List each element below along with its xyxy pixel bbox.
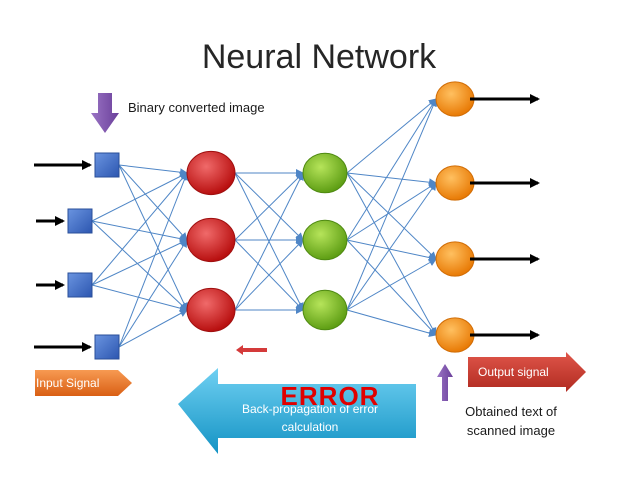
down-arrow-icon [91,93,119,133]
obtained-text-label: Obtained text of scanned image [446,402,576,440]
connection-hidden-2-1-to-output-3 [346,172,437,260]
connection-input-3-to-hidden-1-2 [91,239,188,286]
node-input-1 [94,152,120,178]
connection-input-3-to-hidden-1-3 [91,284,188,313]
node-hidden-1-2 [186,217,236,263]
nodes-group [67,81,475,360]
connection-input-4-to-hidden-1-2 [118,239,188,348]
connection-input-4-to-hidden-1-3 [118,309,188,348]
node-output-4 [435,317,475,353]
node-hidden-2-3 [302,289,348,331]
connection-input-1-to-hidden-1-2 [118,164,188,241]
output-signal-arrow [468,352,586,392]
connection-hidden-2-1-to-output-2 [346,172,437,187]
node-input-3 [67,272,93,298]
connection-input-1-to-hidden-1-1 [118,164,188,177]
output-signal-label: Output signal [478,365,549,379]
node-hidden-1-3 [186,287,236,333]
error-label: ERROR [280,381,380,411]
node-hidden-2-1 [302,152,348,194]
node-output-2 [435,165,475,201]
node-output-1 [435,81,475,117]
node-input-2 [67,208,93,234]
connection-input-1-to-hidden-1-3 [118,164,188,311]
input-arrows [34,160,92,352]
node-input-4 [94,334,120,360]
node-hidden-2-2 [302,219,348,261]
binary-image-label: Binary converted image [128,100,265,115]
output-arrows [470,94,540,340]
connection-hidden-2-1-to-output-1 [346,98,437,174]
connection-hidden-2-3-to-output-3 [346,258,437,311]
backprop-label: Back-propagation of error calculation [241,402,379,434]
connection-hidden-2-2-to-output-2 [346,182,437,241]
page-title: Neural Network [201,38,437,76]
connection-input-2-to-hidden-1-1 [91,172,188,222]
connections-group [91,98,437,348]
connection-hidden-2-3-to-output-2 [346,182,437,311]
input-signal-label: Input Signal [36,376,100,390]
backprop-arrow [178,368,416,454]
connection-hidden-2-2-to-output-1 [346,98,437,241]
connection-hidden-1-2-to-hidden-2-1 [234,172,304,241]
node-hidden-1-1 [186,150,236,196]
connection-hidden-2-2-to-output-3 [346,239,437,262]
connection-hidden-2-3-to-output-4 [346,309,437,337]
node-output-3 [435,241,475,277]
obtained-text-line-2: scanned image [466,423,556,438]
up-arrow-icon [437,364,453,401]
connection-input-2-to-hidden-1-3 [91,220,188,311]
small-left-arrow-icon [236,345,267,355]
connection-hidden-2-1-to-output-4 [346,172,437,336]
connection-hidden-1-3-to-hidden-2-2 [234,239,304,311]
connection-hidden-1-3-to-hidden-2-1 [234,172,304,311]
connection-input-4-to-hidden-1-1 [118,172,189,348]
input-signal-arrow [35,370,132,396]
obtained-text-line-1: Obtained text of [465,404,557,419]
connection-hidden-2-2-to-output-4 [346,239,437,336]
connection-input-2-to-hidden-1-2 [91,220,188,243]
connection-hidden-2-3-to-output-1 [346,98,437,311]
connection-input-3-to-hidden-1-1 [91,172,188,286]
